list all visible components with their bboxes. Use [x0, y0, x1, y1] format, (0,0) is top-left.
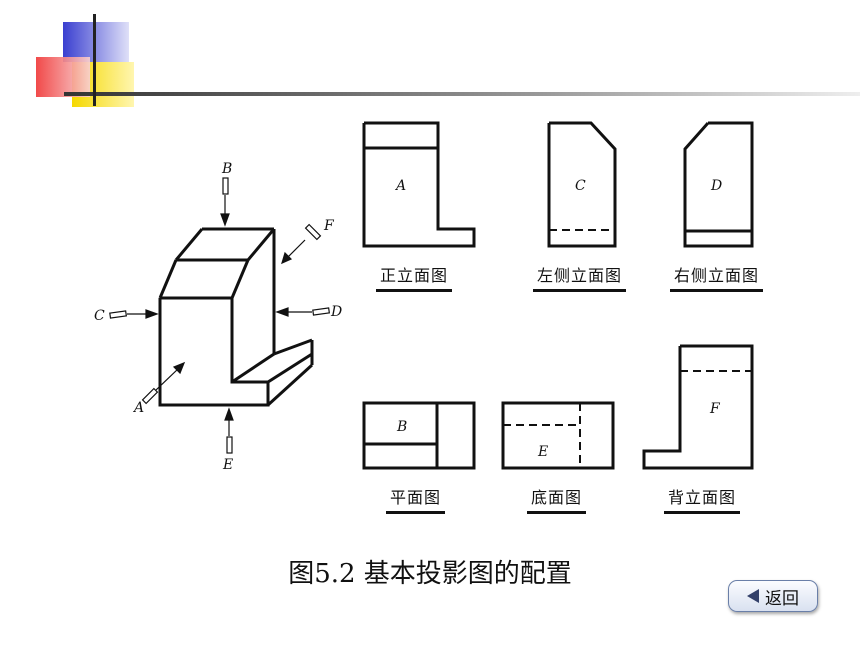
front-view [362, 121, 476, 248]
arrow-a [141, 361, 186, 405]
bottom-view-letter: E [537, 444, 548, 460]
arrow-labels: B F C D A E [94, 161, 342, 473]
arrow-f [281, 223, 322, 265]
bottom-view-label: 底面图 [527, 484, 587, 514]
back-view-label: 背立面图 [664, 484, 741, 514]
direction-arrows [109, 177, 331, 454]
arrow-label-a: A [132, 400, 144, 416]
arrow-label-b: B [221, 161, 232, 177]
deco-red-square [36, 57, 90, 97]
arrow-c [109, 309, 159, 319]
deco-vertical-rule [93, 14, 96, 106]
arrow-e [224, 407, 234, 454]
left-triangle-icon [747, 589, 759, 603]
right-view-letter: D [710, 178, 722, 194]
slide-decoration [36, 14, 860, 107]
front-view-label: 正立面图 [376, 262, 453, 292]
arrow-label-c: C [94, 308, 105, 324]
arrow-label-f: F [323, 218, 335, 234]
left-view-label: 左侧立面图 [533, 262, 627, 292]
right-view-label: 右侧立面图 [670, 262, 764, 292]
view-letters: A C D B E F [394, 178, 722, 460]
projection-drawing: B F C D A E A C D B E [94, 121, 754, 473]
pictorial-object [158, 227, 314, 407]
back-button[interactable]: 返回 [728, 580, 818, 612]
back-button-label: 返回 [765, 588, 799, 609]
top-view-letter: B [396, 419, 407, 435]
arrow-label-e: E [222, 457, 233, 473]
left-view-letter: C [575, 178, 586, 194]
top-view [362, 401, 476, 470]
arrow-d [275, 307, 331, 317]
back-view-letter: F [709, 401, 721, 417]
top-view-label: 平面图 [386, 484, 446, 514]
arrow-b [220, 177, 230, 227]
arrow-label-d: D [330, 304, 342, 320]
bottom-view [501, 401, 615, 470]
right-side-view [683, 121, 754, 248]
back-view [642, 344, 754, 470]
deco-rule-line [64, 92, 860, 96]
left-side-view [547, 121, 617, 248]
figure-caption: 图5.2 基本投影图的配置 [288, 559, 572, 589]
front-view-letter: A [394, 178, 406, 194]
